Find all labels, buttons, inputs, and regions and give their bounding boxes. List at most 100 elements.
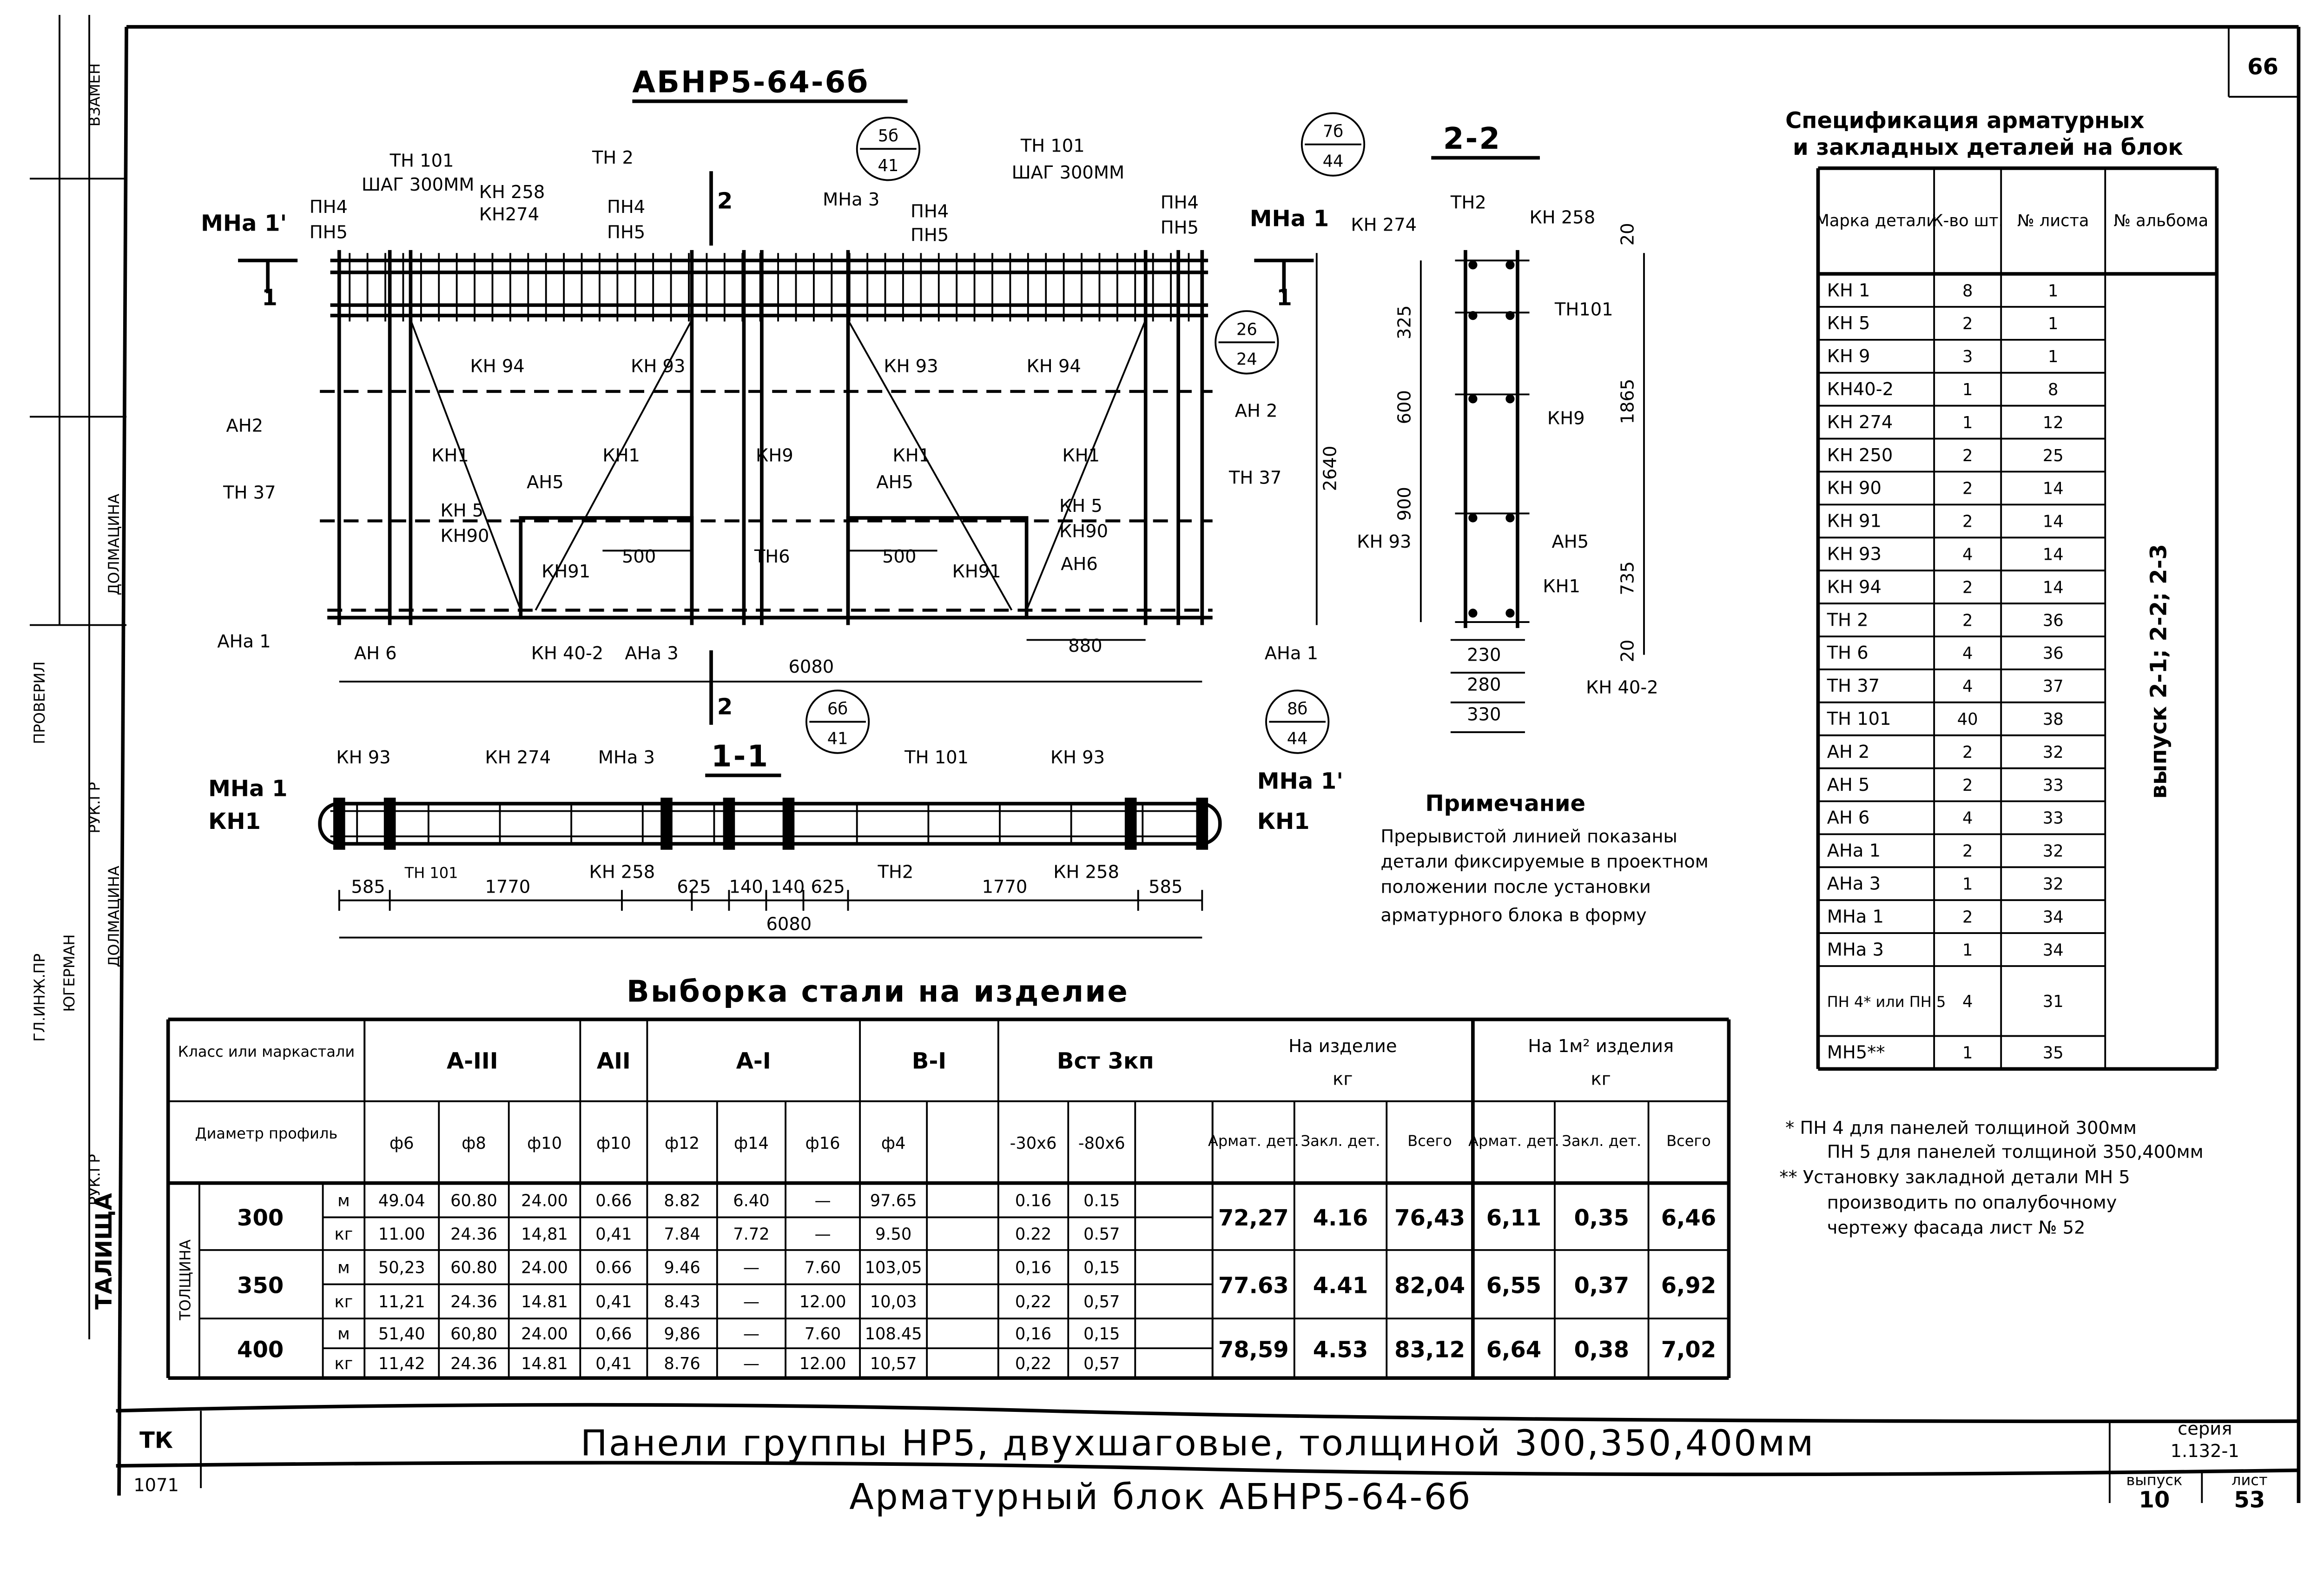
note-title: Примечание [1425,791,1585,817]
length-cell: 24.00 [521,1191,568,1210]
mass-cell: 12.00 [799,1354,846,1373]
length-cell: — [743,1324,759,1344]
sheet-label: лист [2232,1471,2267,1489]
mass-cell: 24.36 [450,1225,497,1244]
drawing-label: АН6 [1061,554,1098,575]
drawing-label: ПН5 [911,225,949,246]
drawing-subtitle: Арматурный блок АБНР5-64-6б [849,1477,1472,1518]
bar-section [1505,311,1515,320]
footnotes: * ПН 4 для панелей толщиной 300мм ПН 5 д… [1779,1118,2203,1238]
detail-sheet: 14 [2043,479,2064,498]
panel-section-outline [318,801,1222,846]
callout-circle [856,117,921,181]
drawing-label: КН1 [602,445,640,466]
drawing-label: КН274 [479,204,539,225]
section-label: 140 [771,877,805,898]
detail-mark: КН 94 [1827,576,1882,597]
callout-top: 26 [1236,320,1257,339]
length-cell: 0.66 [595,1191,632,1210]
thickness-header: ТОЛЩИНА [177,1239,194,1321]
per-m2-col: Всего [1666,1132,1711,1150]
drawing-label: ТН 2 [592,147,634,168]
detail-quantity: 4 [1962,809,1973,828]
bar-section [1505,260,1515,270]
title-code: ТК [139,1428,173,1454]
per-item-value: 76,43 [1394,1205,1465,1231]
bar-section [1468,609,1478,618]
drawing-label: КН 258 [479,182,545,203]
callout-top: 5б [878,126,898,146]
stamp-name: ДОЛМАЦИНА [105,866,123,967]
title-inv: 1071 [133,1475,179,1496]
stamp-replaces: ВЗАМЕН [86,63,103,126]
length-cell: 6.40 [733,1191,769,1210]
bar-cluster [1124,797,1137,850]
detail-mark: МНа 3 [1827,939,1884,960]
bar-cluster [1196,797,1208,850]
detail-sheet: 25 [2043,446,2064,465]
drawing-label: ПН5 [1161,218,1199,238]
mass-cell: 0,57 [1083,1354,1120,1373]
stamp-role: ПРОВЕРИЛ [31,662,48,744]
steel-title: Выборка стали на изделие [627,974,1129,1009]
mass-cell: 10,57 [870,1354,917,1373]
detail-mark: КН 1 [1827,280,1870,301]
section-label: 140 [729,877,763,898]
drawing-label: АНа 1 [1265,643,1318,664]
bar-section [1505,609,1515,618]
spec-title: Спецификация арматурных [1785,107,2145,133]
specification-table: Спецификация арматурных и закладных дета… [1785,107,2219,1071]
length-cell: — [743,1258,759,1277]
title-block: ТК 1071 Панели группы НР5, двухшаговые, … [133,1418,2267,1518]
detail-sheet: 32 [2043,875,2064,894]
diagonal-bar [409,319,522,611]
unit-m: м [337,1191,350,1210]
detail-mark: ПН 4* или ПН 5 [1827,993,1946,1011]
mass-cell: 11,21 [378,1292,425,1311]
per-m2-value: 6,46 [1661,1205,1716,1231]
detail-quantity: 2 [1962,907,1973,927]
footnote: ПН 5 для панелей толщиной 350,400мм [1827,1141,2204,1162]
drawing-label: КН1 [1062,445,1100,466]
mass-cell: 24.36 [450,1292,497,1311]
drawing-label: ПН4 [607,197,645,218]
detail-mark: ТН 37 [1827,675,1880,696]
section-label: 585 [351,877,385,898]
profile-header: ф10 [527,1134,562,1153]
detail-sheet: 35 [2043,1044,2064,1063]
unit-m: м [337,1324,350,1344]
unit-kg: кг [335,1225,353,1244]
drawing-label: КН1 [893,445,931,466]
section-label: 900 [1394,487,1415,521]
length-cell: 49.04 [378,1191,425,1210]
length-cell: 0,16 [1015,1324,1051,1344]
drawing-label: КН 94 [1027,356,1081,377]
section-label: ТН 101 [404,864,458,882]
bar-cluster [333,797,345,850]
mass-cell: 7.72 [733,1225,769,1244]
drawing-label: ТН 101 [1020,136,1085,157]
section-mark: 1 [262,285,277,311]
profile-header: ф12 [665,1134,700,1153]
drawing-label: КН 5 [440,500,483,521]
detail-quantity: 40 [1957,710,1978,729]
per-item-col: Закл. дет. [1301,1132,1380,1150]
detail-mark: ТН 2 [1827,609,1868,630]
footnote: чертежу фасада лист № 52 [1827,1218,2086,1238]
section-label: 6080 [766,914,812,935]
length-cell: 51,40 [378,1324,425,1344]
steel-class: B-I [912,1048,946,1074]
drawing-label: ШАГ 300ММ [362,174,475,195]
per-m2-header: На 1м² изделия [1528,1036,1674,1057]
length-cell: 8.82 [664,1191,700,1210]
per-item-value: 77.63 [1218,1273,1289,1299]
length-cell: 0.66 [595,1258,632,1277]
mass-cell: — [743,1292,759,1311]
column-header: К-во шт. [1932,212,2004,231]
detail-quantity: 2 [1962,446,1973,465]
detail-quantity: 2 [1962,743,1973,762]
steel-class: AII [597,1048,631,1074]
section-label: КН 258 [589,862,655,883]
detail-mark: АНа 1 [1827,841,1881,861]
profile-header: -30х6 [1010,1134,1057,1153]
